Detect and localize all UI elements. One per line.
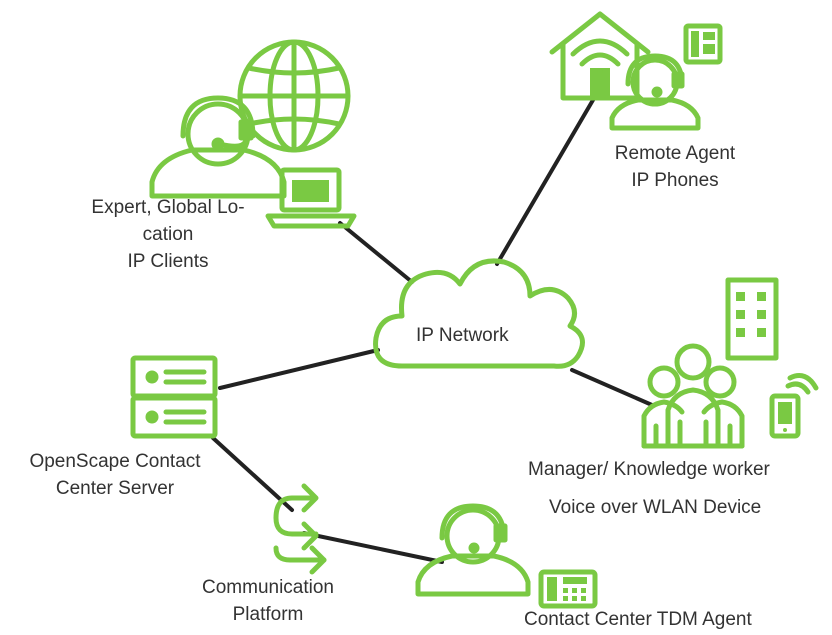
link-manager-network (570, 368, 654, 407)
server-label-line1: OpenScape Contact (29, 451, 201, 472)
headset-agent-icon (415, 503, 531, 597)
platform-label: Communication Platform (168, 574, 368, 628)
group-people-icon (641, 343, 745, 449)
expert-label-line1: Expert, Global Lo- (91, 197, 245, 218)
wlan-label-line1: Voice over WLAN Device (549, 497, 762, 518)
connections (211, 98, 654, 564)
expert-label-line3: IP Clients (127, 251, 209, 272)
remote-agent-label-line1: Remote Agent (614, 143, 736, 164)
network-label-text: IP Network (416, 325, 509, 346)
link-remote-network (495, 98, 595, 266)
server-icon (130, 355, 218, 439)
manager-label: Manager/ Knowledge worker (528, 456, 770, 483)
cloud-icon (373, 258, 585, 369)
platform-label-line1: Communication (202, 577, 334, 598)
remote-agent-label-line2: IP Phones (631, 170, 719, 191)
wlan-label: Voice over WLAN Device (549, 494, 761, 521)
tdm-agent-label-line1: Contact Center TDM Agent (524, 609, 752, 630)
server-label: OpenScape Contact Center Server (0, 448, 230, 502)
remote-agent-label: Remote Agent IP Phones (580, 140, 770, 194)
mobile-wifi-icon (769, 373, 819, 439)
tdm-agent-label: Contact Center TDM Agent (524, 606, 752, 633)
headset-agent-icon (149, 95, 287, 199)
platform-arrows-icon (273, 483, 327, 575)
server-label-line2: Center Server (55, 478, 175, 499)
remote-agent-icon (609, 53, 701, 131)
network-label: IP Network (416, 322, 509, 349)
expert-label: Expert, Global Lo- cation IP Clients (48, 194, 288, 275)
platform-label-line2: Platform (232, 604, 304, 625)
link-platform-tdm (302, 531, 444, 564)
building-icon (725, 277, 779, 361)
laptop-icon (265, 167, 357, 229)
tdm-phone-icon (538, 569, 598, 609)
expert-label-line2: cation (142, 224, 194, 245)
globe-icon (237, 39, 351, 153)
link-server-network (218, 348, 380, 390)
link-server-platform (211, 436, 294, 512)
manager-label-line1: Manager/ Knowledge worker (528, 459, 770, 480)
link-expert-network (338, 221, 414, 284)
desk-phone-icon (683, 23, 723, 65)
